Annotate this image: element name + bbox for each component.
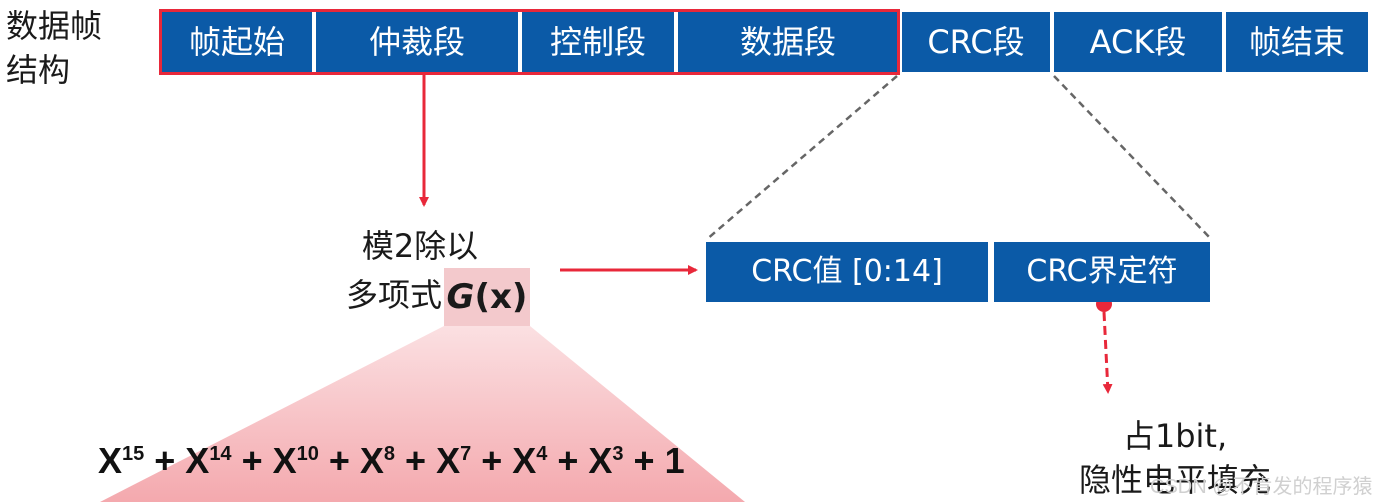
zoom-line-right	[1053, 75, 1213, 241]
arrow-to-note	[1102, 311, 1113, 394]
crc-delimiter-box: CRC界定符	[994, 242, 1210, 302]
poly-term: X15	[98, 440, 145, 481]
delimiter-note: 占1bit, 隐性电平填充	[1040, 414, 1310, 502]
zoom-line-left	[705, 75, 898, 241]
gx-argument: (x)	[474, 277, 528, 317]
frame-label-line-1: 数据帧	[6, 7, 103, 45]
watermark: CSDN @不肯发的程序猿	[1150, 476, 1373, 498]
segment-control: 控制段	[522, 12, 674, 72]
segment-ack: ACK段	[1054, 12, 1222, 72]
generator-polynomial: X15 + X14 + X10 + X8 + X7 + X4 + X3 + 1	[98, 440, 685, 481]
frame-structure-label: 数据帧 结构	[6, 4, 136, 92]
segment-crc: CRC段	[902, 12, 1050, 72]
poly-term: X7	[436, 440, 472, 481]
poly-term: X10	[272, 440, 319, 481]
segment-end-of-frame: 帧结束	[1226, 12, 1368, 72]
operation-line-2: 多项式	[345, 276, 442, 314]
poly-constant: 1	[664, 440, 685, 481]
poly-term: X14	[185, 440, 232, 481]
generator-polynomial-label: G(x)	[444, 268, 530, 326]
polynomial-expansion-triangle	[100, 326, 745, 502]
segment-data: 数据段	[678, 12, 898, 72]
segment-start-of-frame: 帧起始	[162, 12, 312, 72]
note-line-1: 占1bit,	[1122, 417, 1228, 455]
segment-arbitration: 仲裁段	[316, 12, 518, 72]
poly-term: X3	[588, 440, 624, 481]
frame-label-line-2: 结构	[6, 51, 71, 89]
poly-term: X8	[359, 440, 396, 481]
note-line-2: 隐性电平填充	[1078, 461, 1271, 499]
gx-symbol: G	[446, 277, 475, 317]
crc-value-box: CRC值 [0:14]	[706, 242, 988, 302]
poly-term: X4	[512, 440, 548, 481]
operation-line-1: 模2除以	[361, 227, 479, 265]
